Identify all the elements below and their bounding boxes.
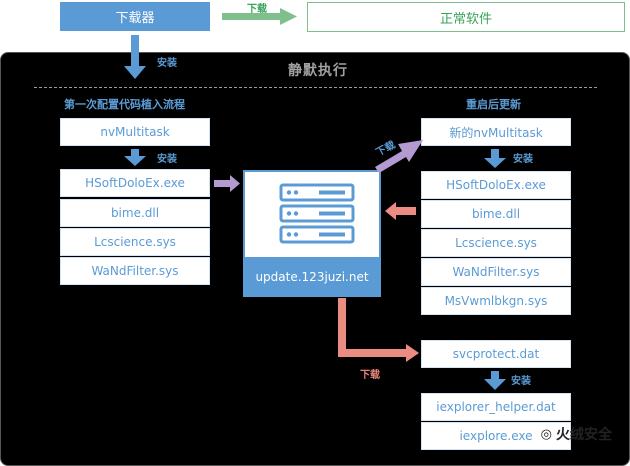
right-nvmultitask-box: 新的nvMultitask bbox=[421, 118, 571, 146]
right-file-box: Lcscience.sys bbox=[421, 229, 571, 257]
left-file-box: WaNdFilter.sys bbox=[60, 257, 210, 285]
server-domain-caption: update.123juzi.net bbox=[243, 257, 381, 297]
downloader-label: 下载器 bbox=[115, 11, 155, 26]
download-label-top: 下载 bbox=[247, 4, 267, 15]
right-file-box: WaNdFilter.sys bbox=[421, 258, 571, 286]
bottom-file-label: iexplorer_helper.dat bbox=[436, 400, 556, 414]
left-nvmultitask-box: nvMultitask bbox=[60, 118, 210, 146]
wechat-icon: ◎ bbox=[540, 426, 552, 442]
left-file-label: HSoftDoloEx.exe bbox=[85, 176, 185, 190]
left-file-box: HSoftDoloEx.exe bbox=[60, 169, 210, 197]
left-file-label: Lcscience.sys bbox=[94, 235, 176, 249]
right-file-label: Lcscience.sys bbox=[455, 236, 537, 250]
divider-line bbox=[34, 87, 597, 88]
right-file-box: HSoftDoloEx.exe bbox=[421, 171, 571, 199]
svcprotect-label: svcprotect.dat bbox=[452, 347, 540, 361]
right-install-label: 安装 bbox=[513, 154, 533, 165]
right-file-label: bime.dll bbox=[471, 207, 521, 221]
bottom-file-box: iexplore.exe bbox=[421, 422, 571, 450]
watermark-label: 火绒安全 bbox=[556, 427, 612, 443]
arrow-install-bottom bbox=[484, 371, 506, 390]
watermark: ◎ 火绒安全 bbox=[541, 424, 612, 444]
arrow-right-to-server bbox=[385, 202, 416, 220]
svcprotect-box: svcprotect.dat bbox=[421, 340, 571, 368]
left-file-label: bime.dll bbox=[110, 206, 160, 220]
bottom-install-label: 安装 bbox=[511, 376, 531, 387]
bottom-download-label: 下载 bbox=[360, 370, 380, 381]
arrow-install-right bbox=[484, 149, 506, 168]
left-install-label: 安装 bbox=[157, 154, 177, 165]
left-file-box: bime.dll bbox=[60, 199, 210, 227]
arrow-left-to-server bbox=[214, 175, 240, 192]
arrow-install-top bbox=[124, 35, 146, 79]
right-file-box: bime.dll bbox=[421, 200, 571, 228]
right-file-label: WaNdFilter.sys bbox=[452, 265, 540, 279]
right-file-label: HSoftDoloEx.exe bbox=[446, 178, 546, 192]
server-rack-icon bbox=[279, 183, 355, 244]
right-file-label: MsVwmlbkgn.sys bbox=[444, 294, 548, 308]
right-nvmultitask-label: 新的nvMultitask bbox=[449, 125, 543, 140]
bottom-file-label: iexplore.exe bbox=[459, 429, 533, 443]
normal-software-box: 正常软件 bbox=[307, 2, 625, 32]
arrow-server-to-bottom bbox=[338, 298, 419, 362]
install-label-top: 安装 bbox=[157, 58, 177, 69]
downloader-box: 下载器 bbox=[60, 2, 210, 31]
arrow-download-green bbox=[222, 8, 297, 25]
server-domain-label: update.123juzi.net bbox=[255, 270, 369, 284]
arrow-server-to-right bbox=[375, 140, 423, 173]
panel-title: 静默执行 bbox=[288, 63, 348, 79]
right-file-box: MsVwmlbkgn.sys bbox=[421, 287, 571, 315]
bottom-file-box: iexplorer_helper.dat bbox=[421, 393, 571, 421]
left-file-label: WaNdFilter.sys bbox=[91, 264, 179, 278]
left-nvmultitask-label: nvMultitask bbox=[100, 125, 170, 139]
arrow-install-left bbox=[124, 149, 146, 166]
right-heading: 重启后更新 bbox=[466, 98, 521, 111]
left-file-box: Lcscience.sys bbox=[60, 228, 210, 256]
normal-software-label: 正常软件 bbox=[439, 11, 492, 27]
left-heading: 第一次配置代码植入流程 bbox=[64, 98, 185, 111]
